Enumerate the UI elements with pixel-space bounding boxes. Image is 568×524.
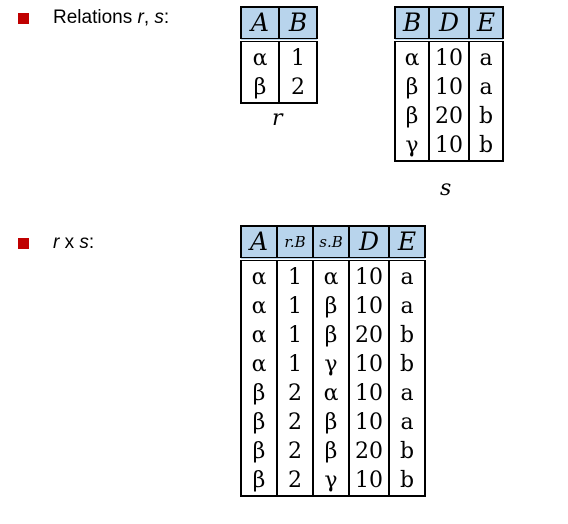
column-header: D	[348, 225, 390, 261]
column-header: E	[468, 6, 504, 42]
table-cell: b	[388, 350, 426, 379]
table-cell: b	[388, 437, 426, 466]
table-cell: 1	[276, 321, 314, 350]
table-cell: b	[468, 102, 504, 131]
table-cell: 1	[278, 40, 318, 73]
table-cell: 10	[348, 350, 390, 379]
table-cell: 10	[348, 379, 390, 408]
table-row: α 1 γ 10 b	[240, 350, 426, 379]
cartesian-product-table: A r.B s.B D E α 1 α 10 a α 1 β 10 a α 1 …	[240, 225, 426, 497]
relation-r-table: A B α 1 β 2	[240, 6, 318, 104]
table-cell: 10	[348, 466, 390, 497]
cartesian-product-label: r x s:	[53, 232, 95, 253]
table-cell: β	[394, 102, 430, 131]
table-cell: 2	[276, 408, 314, 437]
relation-r-caption: r	[272, 106, 283, 131]
table-header-row: A r.B s.B D E	[240, 225, 426, 261]
table-cell: a	[388, 259, 426, 292]
table-cell: α	[240, 321, 278, 350]
table-cell: α	[240, 40, 280, 73]
table-row: β 2 α 10 a	[240, 379, 426, 408]
table-cell: 10	[348, 408, 390, 437]
table-header-row: B D E	[394, 6, 504, 42]
column-header: D	[428, 6, 470, 42]
table-cell: 1	[276, 350, 314, 379]
relation-s-caption: s	[440, 176, 452, 201]
table-cell: a	[388, 292, 426, 321]
table-cell: 20	[348, 437, 390, 466]
column-header: B	[278, 6, 318, 42]
table-cell: β	[312, 408, 350, 437]
table-cell: 2	[276, 379, 314, 408]
relation-s-table: B D E α 10 a β 10 a β 20 b γ 10 b	[394, 6, 504, 162]
table-cell: β	[312, 292, 350, 321]
table-cell: 1	[276, 292, 314, 321]
table-cell: a	[388, 408, 426, 437]
table-cell: 2	[278, 73, 318, 104]
table-cell: a	[468, 73, 504, 102]
table-cell: α	[312, 259, 350, 292]
table-cell: α	[240, 292, 278, 321]
table-row: α 1 α 10 a	[240, 259, 426, 292]
table-cell: 20	[428, 102, 470, 131]
column-header: A	[240, 225, 278, 261]
table-cell: 10	[428, 131, 470, 162]
table-row: α 1	[240, 40, 318, 73]
table-cell: 10	[428, 40, 470, 73]
table-cell: β	[312, 321, 350, 350]
table-cell: β	[312, 437, 350, 466]
table-row: β 10 a	[394, 73, 504, 102]
table-cell: β	[240, 466, 278, 497]
column-header: E	[388, 225, 426, 261]
table-cell: 10	[348, 292, 390, 321]
column-header: A	[240, 6, 280, 42]
table-cell: β	[394, 73, 430, 102]
column-header: s.B	[312, 225, 350, 261]
table-cell: b	[388, 466, 426, 497]
column-header: B	[394, 6, 430, 42]
table-cell: 2	[276, 437, 314, 466]
table-cell: 1	[276, 259, 314, 292]
table-cell: β	[240, 379, 278, 408]
table-cell: α	[240, 259, 278, 292]
table-cell: β	[240, 437, 278, 466]
table-cell: γ	[312, 466, 350, 497]
table-cell: 10	[348, 259, 390, 292]
bullet-square	[18, 238, 29, 249]
table-cell: a	[468, 40, 504, 73]
table-cell: α	[312, 379, 350, 408]
table-cell: γ	[394, 131, 430, 162]
table-row: β 2 β 20 b	[240, 437, 426, 466]
table-cell: β	[240, 408, 278, 437]
table-cell: 2	[276, 466, 314, 497]
table-cell: a	[388, 379, 426, 408]
table-cell: α	[240, 350, 278, 379]
table-row: γ 10 b	[394, 131, 504, 162]
table-cell: 20	[348, 321, 390, 350]
table-row: β 2 γ 10 b	[240, 466, 426, 497]
table-cell: γ	[312, 350, 350, 379]
table-row: α 10 a	[394, 40, 504, 73]
table-cell: β	[240, 73, 280, 104]
table-cell: 10	[428, 73, 470, 102]
table-row: β 20 b	[394, 102, 504, 131]
bullet-square	[18, 13, 29, 24]
table-header-row: A B	[240, 6, 318, 42]
table-cell: α	[394, 40, 430, 73]
table-row: β 2 β 10 a	[240, 408, 426, 437]
table-row: α 1 β 20 b	[240, 321, 426, 350]
table-row: α 1 β 10 a	[240, 292, 426, 321]
relations-label: Relations r, s:	[53, 7, 170, 28]
table-cell: b	[388, 321, 426, 350]
table-cell: b	[468, 131, 504, 162]
column-header: r.B	[276, 225, 314, 261]
table-row: β 2	[240, 73, 318, 104]
